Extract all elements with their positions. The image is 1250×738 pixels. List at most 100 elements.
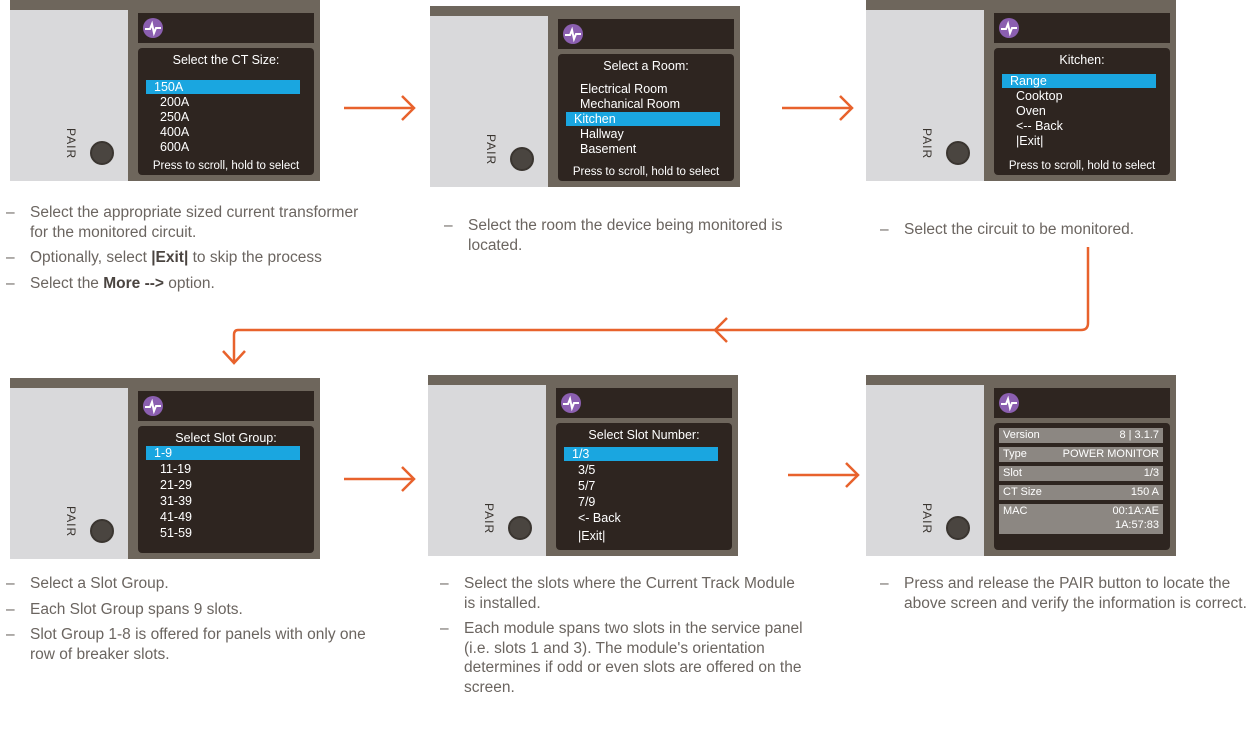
screen-hint: Press to scroll, hold to select — [572, 166, 720, 178]
desc-item: Select the room the device being monitor… — [444, 216, 794, 255]
info-key: Slot — [1003, 467, 1022, 479]
info-value: 8 | 3.1.7 — [1119, 429, 1159, 441]
step2-description: Select the room the device being monitor… — [444, 216, 794, 261]
info-key: CT Size — [1003, 486, 1042, 498]
menu-option[interactable]: Basement — [580, 142, 637, 156]
desc-text: Optionally, select — [30, 249, 152, 266]
connector-arrow-icon — [222, 247, 1090, 365]
lcd-screen: Kitchen: Range Cooktop Oven <-- Back |Ex… — [994, 48, 1170, 175]
screen-hint: Press to scroll, hold to select — [1008, 160, 1156, 172]
lcd-screen: Select Slot Number: 1/3 3/5 5/7 7/9 <- B… — [556, 423, 732, 550]
desc-text: Select the — [30, 274, 104, 292]
menu-option[interactable]: 3/5 — [578, 463, 596, 477]
desc-emphasis: More --> — [103, 274, 164, 292]
arrow-right-icon — [344, 466, 416, 492]
device-room: PAIR Select a Room: Electrical Room Mech… — [430, 6, 740, 187]
desc-item: Press and release the PAIR button to loc… — [880, 574, 1250, 613]
info-row-ct-size: CT Size 150 A — [999, 485, 1163, 500]
screen-title: Select Slot Number: — [588, 428, 700, 442]
menu-option[interactable]: Cooktop — [1016, 89, 1063, 103]
screen-header — [558, 19, 734, 49]
screen-header — [994, 388, 1170, 418]
menu-option[interactable]: 5/7 — [578, 479, 596, 493]
menu-option[interactable]: 200A — [160, 95, 190, 109]
menu-option[interactable]: 7/9 — [578, 495, 596, 509]
lcd-screen: Select a Room: Electrical Room Mechanica… — [558, 54, 734, 181]
info-key: Type — [1003, 448, 1027, 460]
pair-label: PAIR — [482, 503, 496, 535]
menu-option[interactable]: |Exit| — [1016, 134, 1044, 148]
menu-option[interactable]: <-- Back — [1016, 119, 1063, 133]
info-row-version: Version 8 | 3.1.7 — [999, 428, 1163, 443]
pair-button[interactable] — [90, 519, 114, 543]
screen-header — [994, 13, 1170, 43]
lcd-screen: Select Slot Group: 1-9 11-19 21-29 31-39… — [138, 426, 314, 553]
info-value: 1/3 — [1143, 467, 1159, 479]
step4-description: Select a Slot Group. Each Slot Group spa… — [6, 574, 376, 670]
menu-option[interactable]: |Exit| — [578, 529, 606, 543]
desc-item: Each Slot Group spans 9 slots. — [6, 600, 376, 620]
menu-option[interactable]: 600A — [160, 140, 190, 154]
menu-option[interactable]: Hallway — [580, 127, 624, 141]
menu-option-selected[interactable]: Kitchen — [566, 112, 720, 126]
pair-button[interactable] — [946, 516, 970, 540]
desc-text: option. — [163, 274, 215, 292]
screen-title: Select a Room: — [603, 59, 689, 73]
screen-header — [138, 13, 314, 43]
device-slot-group: PAIR Select Slot Group: 1-9 11-19 21-29 … — [10, 378, 320, 559]
screen-title: Select Slot Group: — [175, 431, 277, 445]
menu-option[interactable]: Mechanical Room — [580, 97, 681, 111]
desc-item: Slot Group 1-8 is offered for panels wit… — [6, 625, 376, 664]
pair-label: PAIR — [920, 128, 934, 160]
menu-option[interactable]: 31-39 — [160, 494, 192, 508]
pair-button[interactable] — [946, 141, 970, 165]
screen-title: Select the CT Size: — [172, 53, 280, 67]
menu-option[interactable]: 11-19 — [160, 462, 192, 476]
info-key: Version — [1003, 429, 1040, 441]
menu-option-selected[interactable]: Range — [1002, 74, 1156, 88]
menu-option[interactable]: 41-49 — [160, 510, 192, 524]
menu-option[interactable]: 21-29 — [160, 478, 192, 492]
pair-label: PAIR — [64, 506, 78, 538]
menu-option[interactable]: 400A — [160, 125, 190, 139]
pulse-logo-icon — [143, 18, 163, 38]
info-row-type: Type POWER MONITOR — [999, 447, 1163, 462]
info-key: MAC — [1003, 505, 1028, 517]
info-row-mac: MAC 00:1A:AE 1A:57:83 — [999, 504, 1163, 534]
menu-option[interactable]: Electrical Room — [580, 82, 668, 96]
menu-option[interactable]: <- Back — [578, 511, 621, 525]
pulse-logo-icon — [143, 396, 163, 416]
pulse-logo-icon — [563, 24, 583, 44]
arrow-right-icon — [782, 95, 854, 121]
pair-button[interactable] — [90, 141, 114, 165]
pair-button[interactable] — [508, 516, 532, 540]
arrow-right-icon — [788, 462, 860, 488]
step3-description: Select the circuit to be monitored. — [880, 220, 1240, 246]
device-ct-size: PAIR Select the CT Size: 150A 200A 250A … — [10, 0, 320, 181]
info-row-slot: Slot 1/3 — [999, 466, 1163, 481]
desc-item: Each module spans two slots in the servi… — [440, 619, 810, 697]
device-circuit: PAIR Kitchen: Range Cooktop Oven <-- Bac… — [866, 0, 1176, 181]
desc-item: Select the slots where the Current Track… — [440, 574, 810, 613]
desc-emphasis: |Exit| — [151, 249, 189, 266]
device-info: PAIR Version 8 | 3.1.7 Type POWER MONITO… — [866, 375, 1176, 556]
desc-item: Select the More --> option. — [6, 274, 376, 294]
menu-option-selected[interactable]: 150A — [146, 80, 300, 94]
step1-description: Select the appropriate sized current tra… — [6, 203, 376, 299]
menu-option-selected[interactable]: 1-9 — [146, 446, 300, 460]
menu-option-selected[interactable]: 1/3 — [564, 447, 718, 461]
desc-item: Select the circuit to be monitored. — [880, 220, 1240, 240]
desc-text: to skip the process — [188, 249, 322, 266]
menu-option[interactable]: 250A — [160, 110, 190, 124]
pair-label: PAIR — [64, 128, 78, 160]
lcd-screen: Select the CT Size: 150A 200A 250A 400A … — [138, 48, 314, 175]
desc-item: Select the appropriate sized current tra… — [6, 203, 376, 242]
info-value: 1A:57:83 — [1114, 519, 1159, 531]
screen-header — [138, 391, 314, 421]
info-value: 00:1A:AE — [1112, 505, 1159, 517]
screen-title: Kitchen: — [1059, 53, 1105, 67]
pair-label: PAIR — [920, 503, 934, 535]
pair-button[interactable] — [510, 147, 534, 171]
menu-option[interactable]: 51-59 — [160, 526, 192, 540]
menu-option[interactable]: Oven — [1016, 104, 1046, 118]
